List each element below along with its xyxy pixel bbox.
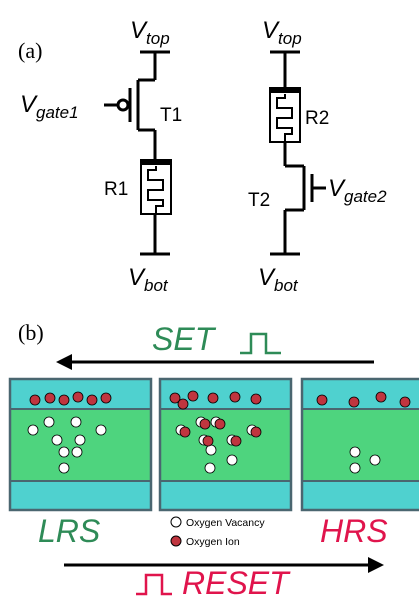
- hrs-oxygen-ion: [375, 391, 387, 403]
- lrs-oxygen-ion: [44, 392, 56, 404]
- lrs-oxygen-vacancy: [71, 446, 83, 458]
- cell-hrs-oxide: [302, 409, 419, 481]
- lrs-oxygen-vacancy: [58, 462, 70, 474]
- mid-oxygen-vacancy: [204, 462, 216, 474]
- right-vbot-label: Vbot: [258, 264, 299, 295]
- legend-vacancy-icon: [170, 516, 182, 528]
- legend-ion-label: Oxygen Ion: [186, 536, 240, 548]
- mid-oxygen-ion: [199, 418, 211, 430]
- panel-a-label: (a): [18, 38, 42, 63]
- lrs-oxygen-vacancy: [43, 416, 55, 428]
- r2-meander: [276, 94, 293, 142]
- reset-pulse-icon: [136, 573, 172, 596]
- lrs-oxygen-vacancy: [70, 416, 82, 428]
- lrs-oxygen-vacancy: [51, 434, 63, 446]
- mid-oxygen-ion: [202, 435, 214, 447]
- lrs-oxygen-ion: [29, 394, 41, 406]
- set-pulse-icon: [240, 332, 281, 355]
- hrs-oxygen-ion: [348, 396, 360, 408]
- cell-mid: [158, 377, 293, 512]
- mid-oxygen-ion: [250, 393, 262, 405]
- mid-oxygen-ion: [214, 418, 226, 430]
- circuit-left: [104, 50, 172, 256]
- reset-label: RESET: [182, 565, 291, 598]
- cell-mid-oxide: [160, 409, 291, 481]
- legend-vacancy-label: Oxygen Vacancy: [186, 517, 265, 529]
- hrs-oxygen-vacancy: [349, 446, 361, 458]
- lrs-oxygen-vacancy: [27, 424, 39, 436]
- cell-lrs-border: [8, 377, 153, 512]
- mid-oxygen-ion: [187, 390, 199, 402]
- set-label: SET: [152, 321, 217, 357]
- left-vgate-label: Vgate1: [20, 91, 79, 122]
- hrs-label: HRS: [320, 513, 388, 549]
- lrs-oxygen-vacancy: [74, 434, 86, 446]
- r1-meander: [147, 166, 164, 214]
- hrs-oxygen-ion: [399, 396, 411, 408]
- lrs-oxygen-ion: [86, 394, 98, 406]
- t2-label: T2: [248, 190, 270, 211]
- circuit-right: [269, 50, 326, 256]
- mid-oxygen-ion: [177, 398, 189, 410]
- mid-oxygen-ion: [169, 392, 181, 404]
- left-vbot-label: Vbot: [128, 264, 169, 295]
- lrs-oxygen-vacancy: [58, 446, 70, 458]
- hrs-oxygen-ion: [316, 394, 328, 406]
- mid-oxygen-vacancy: [205, 444, 217, 456]
- hrs-oxygen-vacancy: [369, 454, 381, 466]
- t1-gate-bubble: [116, 98, 130, 112]
- r2-label: R2: [305, 108, 329, 129]
- mid-oxygen-ion: [229, 391, 241, 403]
- mid-oxygen-ion: [179, 426, 191, 438]
- cell-mid-border: [158, 377, 293, 512]
- hrs-oxygen-vacancy: [349, 462, 361, 474]
- lrs-oxygen-ion: [58, 394, 70, 406]
- reset-arrow-head: [368, 557, 384, 573]
- legend-ion-icon: [170, 535, 182, 547]
- panel-b-label: (b): [18, 320, 44, 345]
- mid-oxygen-ion: [250, 426, 262, 438]
- right-vtop-label: Vtop: [262, 17, 302, 48]
- lrs-label: LRS: [38, 513, 100, 549]
- mid-oxygen-ion: [207, 392, 219, 404]
- mid-oxygen-ion: [230, 435, 242, 447]
- set-arrow-head: [56, 354, 72, 370]
- lrs-oxygen-ion: [100, 392, 112, 404]
- lrs-oxygen-vacancy: [95, 424, 107, 436]
- r1-label: R1: [104, 179, 128, 200]
- cell-hrs-border: [300, 377, 419, 512]
- left-vtop-label: Vtop: [130, 17, 170, 48]
- particles: [27, 390, 411, 474]
- right-vgate-label: Vgate2: [328, 175, 387, 206]
- lrs-oxygen-ion: [72, 391, 84, 403]
- t1-label: T1: [160, 105, 182, 126]
- mid-oxygen-vacancy: [226, 454, 238, 466]
